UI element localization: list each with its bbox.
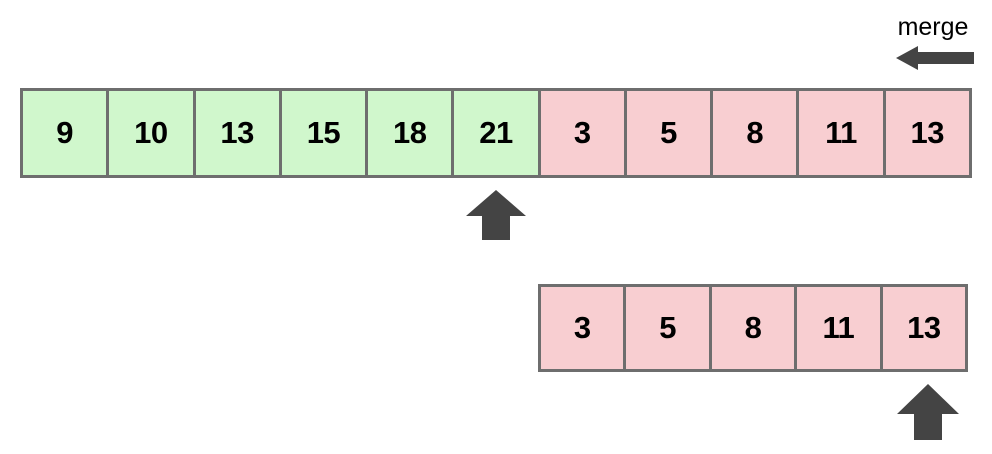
array-cell[interactable]: 18 xyxy=(368,91,455,175)
cell-value: 8 xyxy=(744,310,762,345)
cell-value: 13 xyxy=(907,310,941,345)
cell-value: 13 xyxy=(910,115,945,150)
cell-value: 10 xyxy=(134,115,168,150)
cell-value: 5 xyxy=(660,115,677,150)
cell-value: 21 xyxy=(479,115,513,150)
bottom-array: 3 5 8 11 13 xyxy=(538,284,968,372)
array-cell[interactable]: 3 xyxy=(540,91,627,175)
cell-value: 13 xyxy=(220,115,254,150)
array-cell[interactable]: 13 xyxy=(882,287,966,369)
cell-value: 11 xyxy=(825,115,857,150)
array-cell[interactable]: 3 xyxy=(541,287,627,369)
array-cell[interactable]: 11 xyxy=(799,91,886,175)
cell-value: 18 xyxy=(392,115,427,150)
array-cell[interactable]: 13 xyxy=(195,91,282,175)
array-cell[interactable]: 9 xyxy=(23,91,110,175)
array-cell[interactable]: 13 xyxy=(885,91,969,175)
cell-value: 3 xyxy=(573,310,591,345)
cell-value: 9 xyxy=(56,115,73,150)
cell-value: 8 xyxy=(746,115,764,150)
arrow-up-icon xyxy=(897,384,959,440)
array-cell[interactable]: 8 xyxy=(711,287,798,369)
top-array: 9 10 13 15 18 21 3 5 8 11 13 xyxy=(20,88,972,178)
cell-value: 5 xyxy=(659,310,676,345)
array-cell[interactable]: 10 xyxy=(109,91,196,175)
array-cell[interactable]: 21 xyxy=(454,91,541,175)
cell-value: 3 xyxy=(573,115,591,150)
array-cell[interactable]: 15 xyxy=(281,91,369,175)
arrow-up-icon xyxy=(466,190,526,240)
arrow-left-icon xyxy=(896,46,974,70)
array-cell[interactable]: 11 xyxy=(797,287,883,369)
cell-value: 15 xyxy=(306,115,341,150)
array-cell[interactable]: 8 xyxy=(713,91,800,175)
array-cell[interactable]: 5 xyxy=(626,287,712,369)
cell-value: 11 xyxy=(822,310,855,345)
merge-label: merge xyxy=(897,13,969,41)
array-cell[interactable]: 5 xyxy=(626,91,714,175)
